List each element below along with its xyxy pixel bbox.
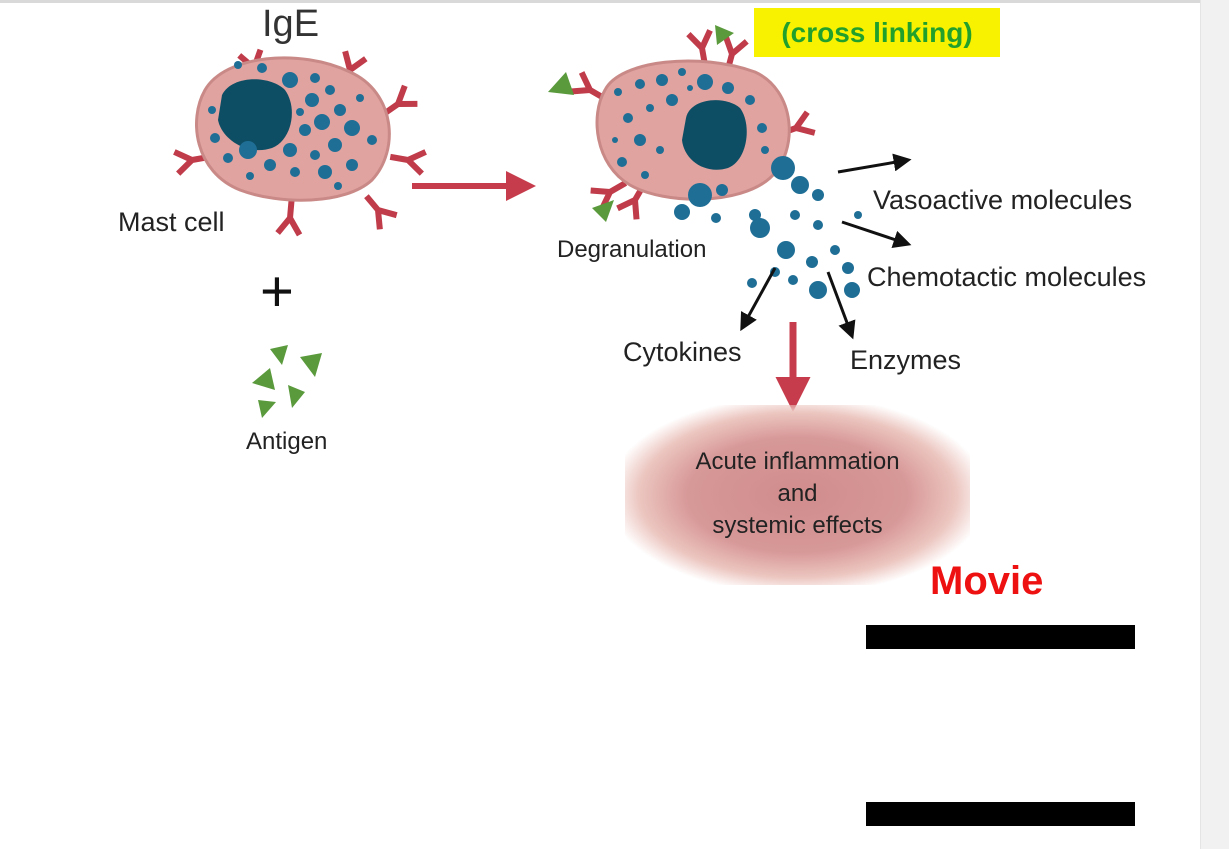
- antigen-cluster: [252, 345, 322, 418]
- plus-sign: +: [260, 259, 294, 324]
- released-granules: [674, 156, 862, 299]
- movie-link[interactable]: Movie: [930, 559, 1044, 603]
- scrollbar-track[interactable]: [1200, 0, 1229, 849]
- activated-cell-nucleus: [682, 100, 747, 170]
- degranulation-label: Degranulation: [557, 236, 707, 263]
- enzymes-label: Enzymes: [850, 345, 962, 375]
- cytokines-label: Cytokines: [623, 337, 742, 367]
- inflammation-line-3: systemic effects: [712, 512, 883, 539]
- mast-cell-label: Mast cell: [118, 207, 225, 237]
- ige-label: IgE: [262, 3, 320, 45]
- inflammation-label: Acute inflammation and systemic effects: [660, 446, 935, 542]
- antigen-label: Antigen: [246, 428, 328, 455]
- vasoactive-label: Vasoactive molecules: [873, 185, 1133, 215]
- cross-linking-label: (cross linking): [781, 16, 973, 48]
- inflammation-line-1: Acute inflammation: [695, 448, 900, 475]
- bound-antigens: [548, 25, 734, 222]
- inflammation-blob: [625, 405, 970, 585]
- cross-linking-highlight: (cross linking): [754, 8, 1000, 57]
- granules-right: [612, 68, 769, 179]
- redaction-bar-bottom: [866, 802, 1135, 826]
- chemotactic-label: Chemotactic molecules: [867, 262, 1147, 292]
- inflammation-line-2: and: [777, 480, 818, 507]
- redaction-bar-top: [866, 625, 1135, 649]
- mediator-arrows: [740, 153, 912, 340]
- granules-left: [208, 61, 377, 190]
- mast-cell-nucleus: [218, 79, 292, 151]
- top-border: [0, 0, 1201, 3]
- activated-mast-cell: [548, 25, 862, 299]
- mast-cell: [174, 50, 425, 235]
